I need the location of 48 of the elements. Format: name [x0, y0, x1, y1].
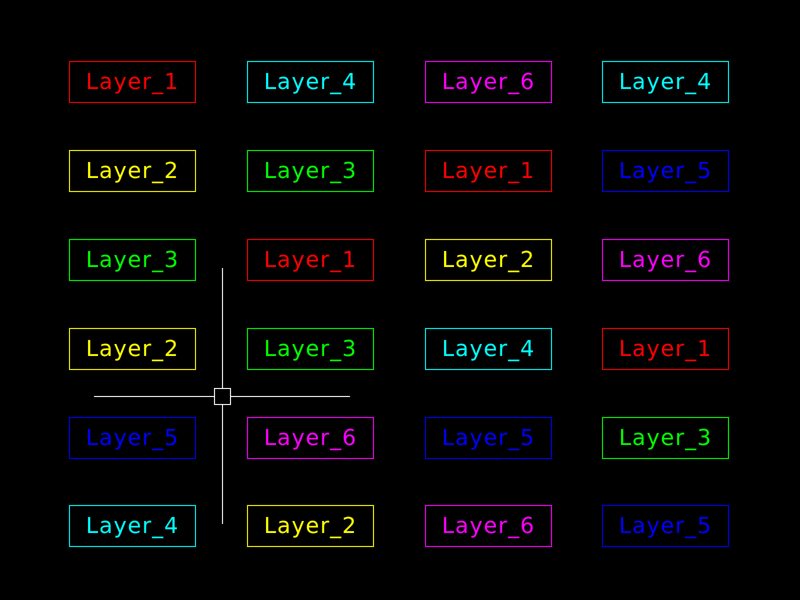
layer-box: [247, 328, 374, 370]
layer-name: Layer_6: [442, 514, 536, 538]
layer-box: [69, 61, 196, 103]
layer-box: [247, 239, 374, 281]
layer-box: [247, 417, 374, 459]
layer-name: Layer_2: [264, 514, 358, 538]
layer-box: [425, 239, 552, 281]
layer-box: [69, 505, 196, 547]
layer-name: Layer_2: [86, 336, 180, 362]
layer-box: [602, 150, 729, 192]
layer-name: Layer_3: [264, 336, 358, 362]
layer-name: Layer_3: [618, 426, 712, 450]
layer-name: Layer_1: [618, 336, 712, 362]
layer-box: [69, 417, 196, 459]
layer-box: [425, 150, 552, 192]
layer-name: Layer_1: [442, 158, 536, 184]
layer-box: [602, 417, 729, 459]
layer-name: Layer_6: [442, 70, 536, 94]
layer-name: Layer_2: [86, 158, 180, 184]
layer-name: Layer_4: [86, 514, 180, 538]
layer-box: [425, 505, 552, 547]
layer-name: Layer_5: [618, 514, 712, 538]
layer-name: Layer_5: [442, 426, 536, 450]
layer-box: [69, 150, 196, 192]
layer-box: [425, 61, 552, 103]
layer-name: Layer_2: [442, 248, 536, 272]
layer-name: Layer_6: [264, 426, 358, 450]
layer-name: Layer_4: [264, 70, 358, 94]
layer-name: Layer_6: [618, 248, 712, 272]
layer-box: [247, 150, 374, 192]
layer-box: [247, 505, 374, 547]
layer-name: Layer_3: [264, 158, 358, 184]
layer-name: Layer_4: [442, 336, 536, 362]
layer-name: Layer_1: [264, 248, 358, 272]
layer-box: [247, 61, 374, 103]
layer-box: [602, 61, 729, 103]
layer-box: [425, 417, 552, 459]
layer-box: [602, 505, 729, 547]
layer-box: [425, 328, 552, 370]
layer-name: Layer_1: [86, 70, 180, 94]
layer-box: [602, 239, 729, 281]
layer-name: Layer_3: [86, 248, 180, 272]
layer-box: [602, 328, 729, 370]
layer-box: [69, 239, 196, 281]
layer-name: Layer_5: [618, 158, 712, 184]
layer-box: [69, 328, 196, 370]
layer-name: Layer_4: [618, 70, 712, 94]
layer-name: Layer_5: [86, 426, 180, 450]
